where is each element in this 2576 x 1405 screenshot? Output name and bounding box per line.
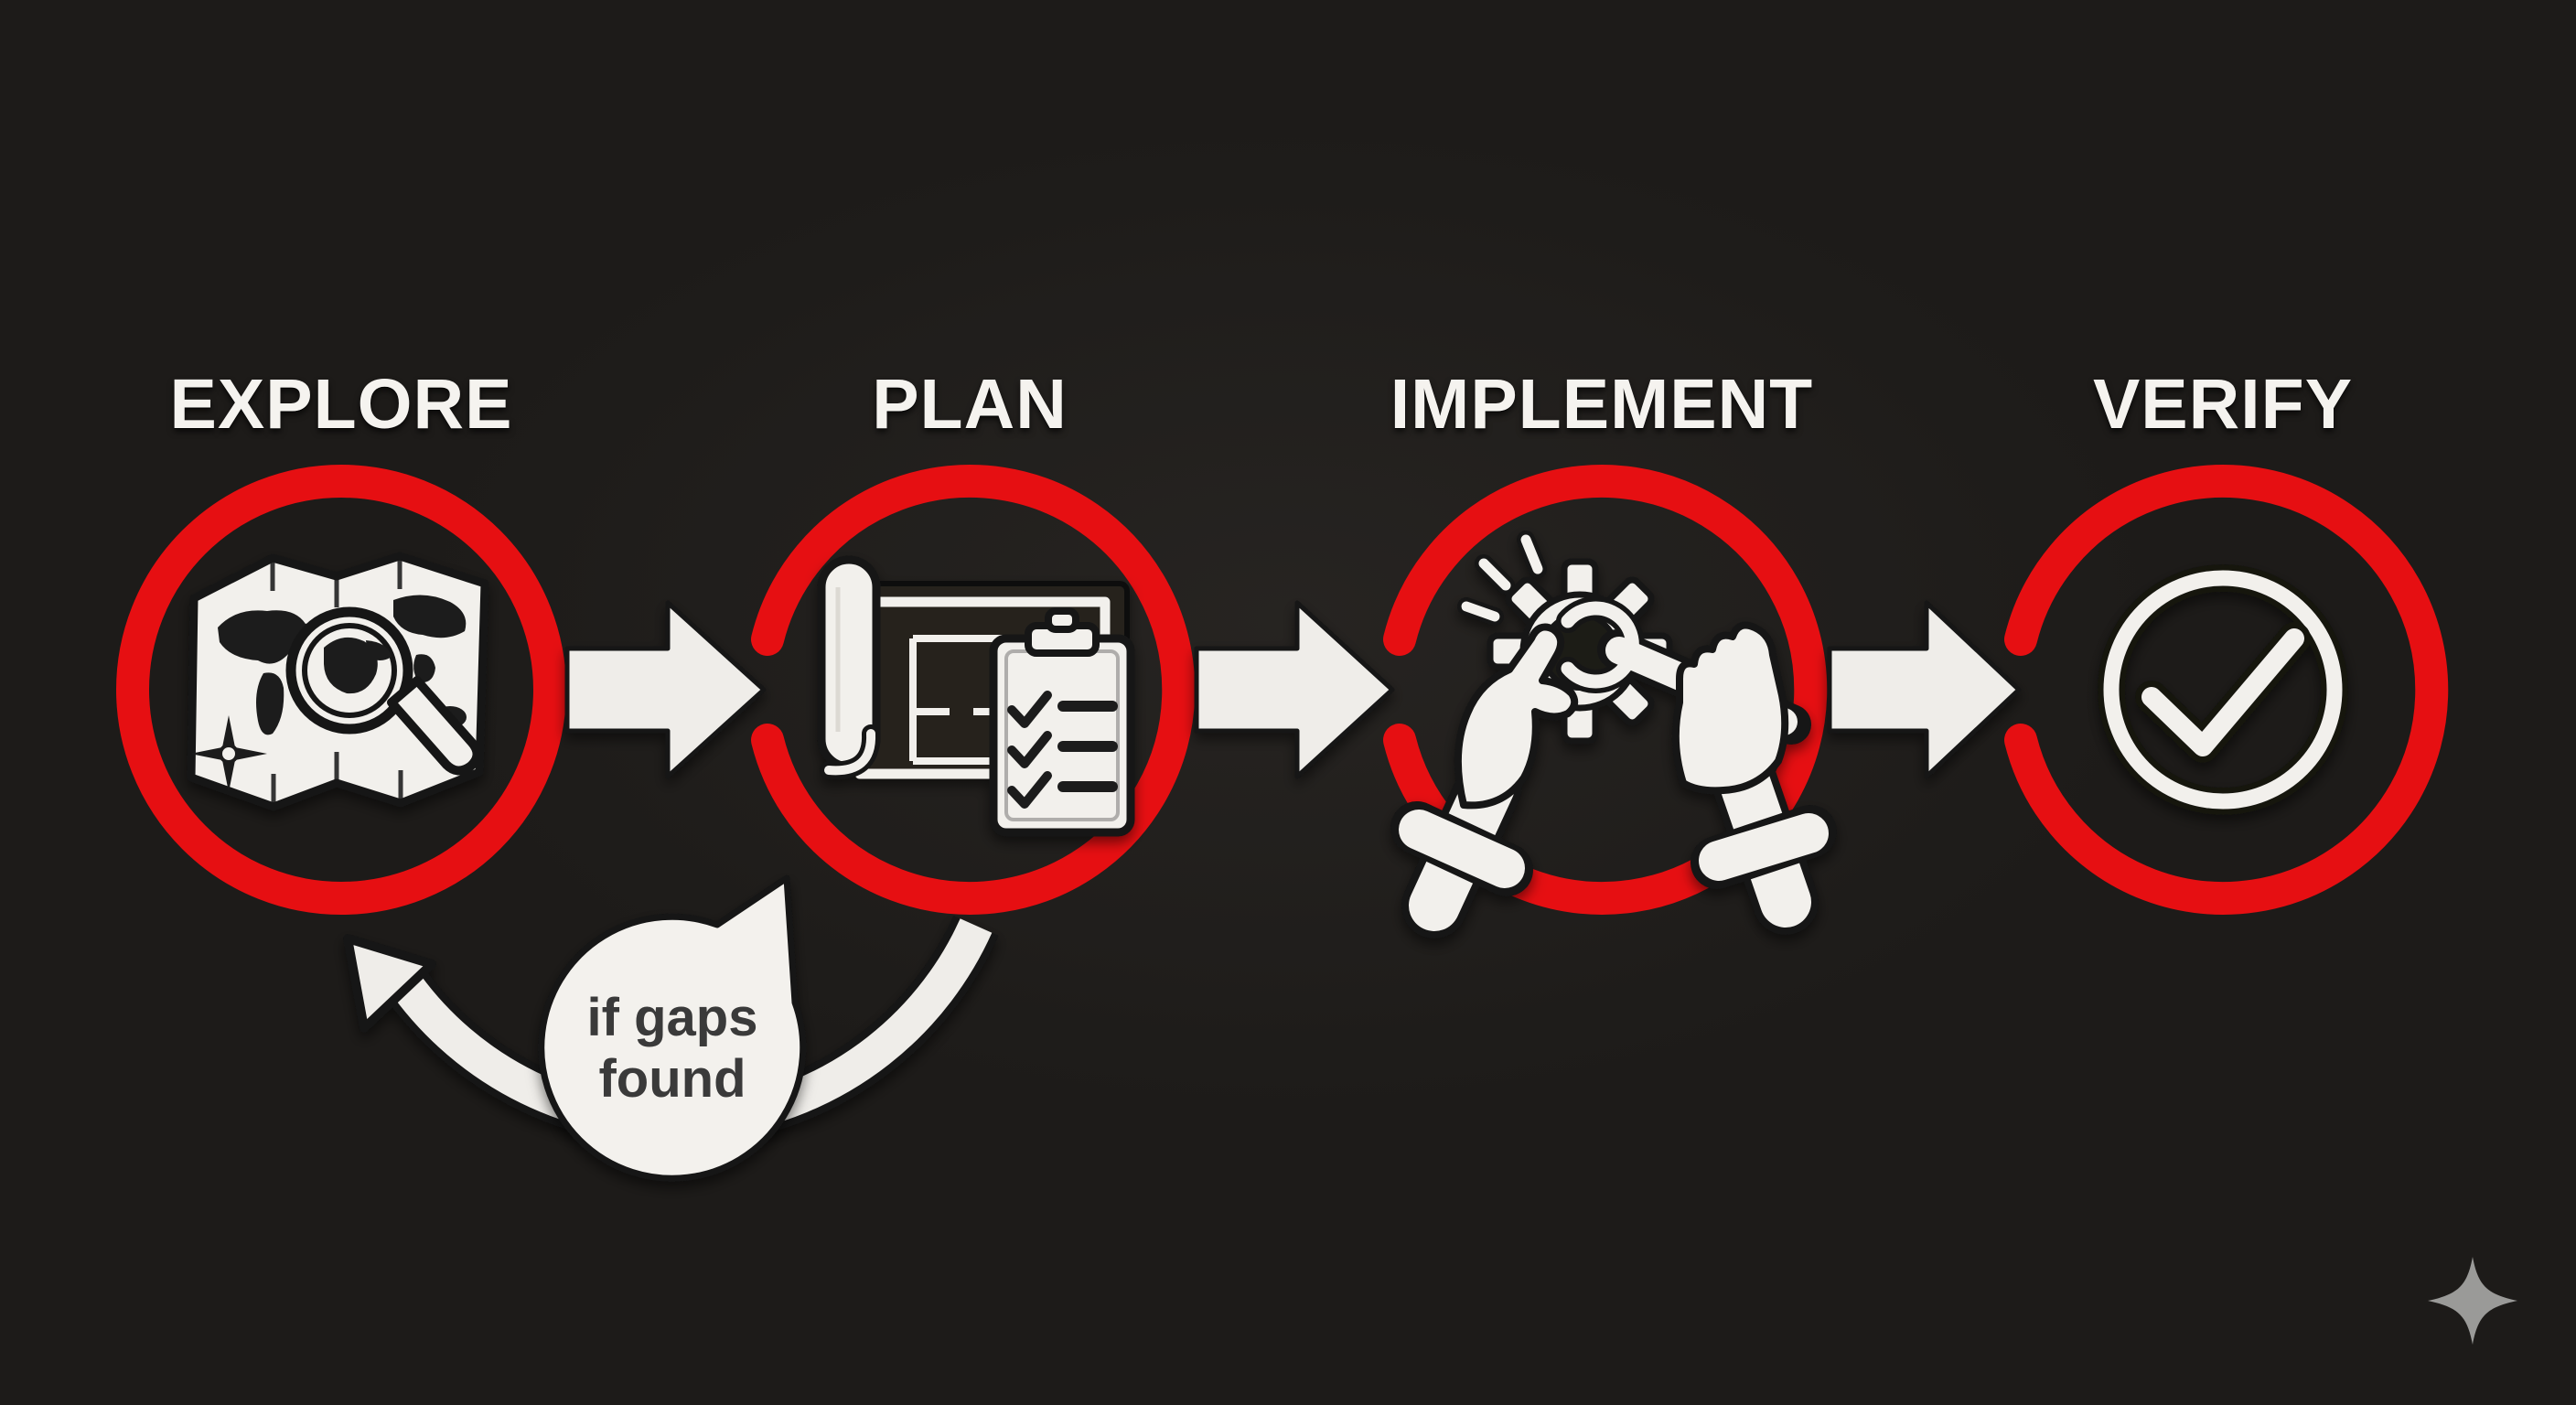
left-hand bbox=[1390, 623, 1579, 938]
step-label-verify: VERIFY bbox=[2092, 365, 2354, 444]
feedback-bubble-line-1: if gaps bbox=[586, 988, 758, 1047]
sparkle-icon bbox=[2428, 1257, 2517, 1345]
world-map-magnifier-icon bbox=[187, 552, 489, 811]
spark-lines bbox=[1457, 531, 1547, 626]
arrow-implement-to-verify bbox=[1827, 600, 2022, 779]
feedback-bubble-label: if gaps found bbox=[587, 988, 758, 1110]
blueprint-roll bbox=[817, 555, 881, 780]
check-circle-icon bbox=[2098, 564, 2348, 815]
ring-explore bbox=[116, 465, 566, 915]
right-hand bbox=[1671, 621, 1837, 935]
step-label-explore: EXPLORE bbox=[169, 365, 513, 444]
hands-gear-wrench-icon bbox=[1390, 531, 1837, 938]
magnifier-icon bbox=[285, 606, 482, 776]
forward-arrows bbox=[564, 600, 2022, 779]
step-label-implement: IMPLEMENT bbox=[1390, 365, 1814, 444]
step-label-plan: PLAN bbox=[872, 365, 1068, 444]
feedback-bubble-line-2: found bbox=[598, 1048, 746, 1109]
ring-plan bbox=[751, 465, 1196, 915]
arrow-explore-to-plan bbox=[564, 600, 767, 779]
feedback-arrowhead bbox=[343, 934, 436, 1033]
arrow-plan-to-implement bbox=[1194, 600, 1395, 779]
checklist-clipboard bbox=[989, 607, 1135, 837]
ring-verify bbox=[2004, 465, 2449, 915]
blueprint-checklist-icon bbox=[817, 555, 1135, 837]
speech-bubble bbox=[538, 874, 807, 1182]
compass-rose-icon bbox=[190, 715, 267, 792]
